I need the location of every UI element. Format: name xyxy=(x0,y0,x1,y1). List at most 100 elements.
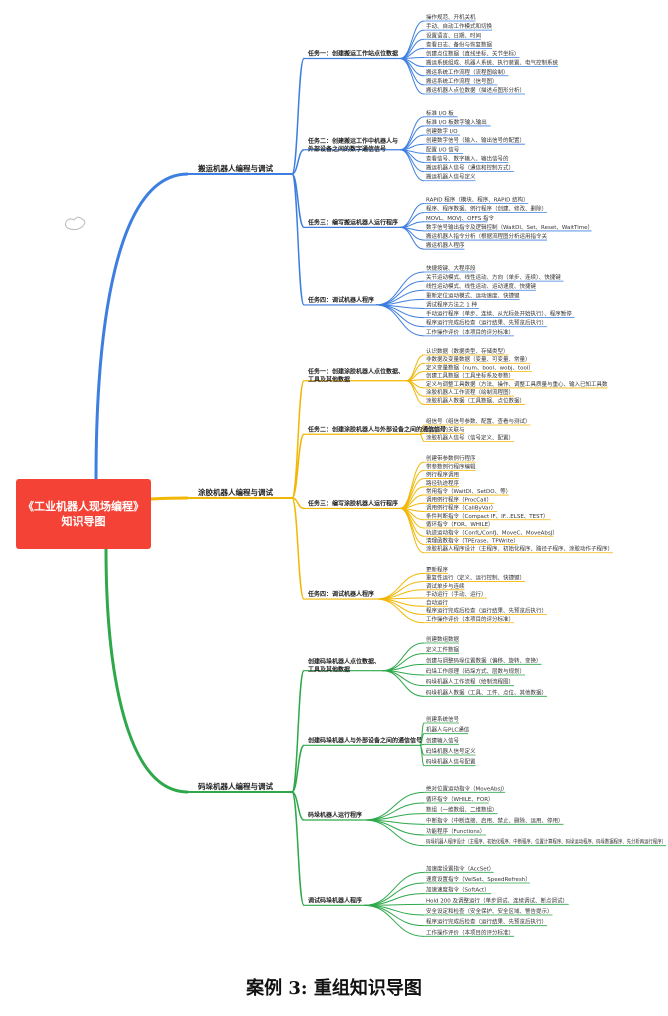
leaf-item[interactable]: 查看日志、备份与恢复数据 xyxy=(426,40,493,48)
leaf-item[interactable]: 手动运行（手动、运行） xyxy=(426,590,487,598)
leaf-item[interactable]: 创建带参数例行程序 xyxy=(426,454,476,462)
leaf-item[interactable]: 常用指令（WaitDI、SetDO、等） xyxy=(426,487,511,495)
leaf-item[interactable]: 自动运行 xyxy=(426,598,449,606)
leaf-item[interactable]: 定义与调整工具数据（方法、操作、调整工具质量与重心、输入已知工具数 xyxy=(426,380,608,388)
task-label[interactable]: 码垛机器人运行程序 xyxy=(308,811,362,819)
leaf-item[interactable]: 速度设置指令（VelSet、SpeedRefresh） xyxy=(426,875,531,883)
leaf-item[interactable]: 搬运机器人指令分析（根据流程图分析运用指令关 xyxy=(426,232,548,240)
leaf-item[interactable]: 循环指令（FOR、WHILE） xyxy=(426,520,494,528)
task-label[interactable]: 工具及其他数据 xyxy=(308,376,350,384)
leaf-item[interactable]: 查看信号、数字输入、输出信号的 xyxy=(426,154,509,162)
leaf-item[interactable]: 创建输入信号 xyxy=(426,736,460,744)
leaf-item[interactable]: 更新程序 xyxy=(426,565,449,573)
leaf-item[interactable]: 关节运动模式、线性运动、方向（单步、连续）、快捷键 xyxy=(426,273,561,281)
leaf-item[interactable]: 涂胶机器人程序设计（主程序、初始化程序、路径子程序、涂胶动作子程序） xyxy=(426,545,613,553)
task-label[interactable]: 工具及其他数据 xyxy=(308,666,350,674)
leaf-item[interactable]: 工作操作评价（本项目的评分标准） xyxy=(426,928,514,936)
leaf-item[interactable]: 调试程序方法之 1 种 xyxy=(426,300,477,308)
leaf-item[interactable]: 创建数组数据 xyxy=(426,635,460,643)
leaf-item[interactable]: 创建与调整码垛位置数据（偏移、旋转、变换） xyxy=(426,656,542,664)
leaf-item[interactable]: 码垛机器人信号配置 xyxy=(426,758,476,766)
task-label[interactable]: 任务一：创建搬运工作站点位数据 xyxy=(307,50,398,58)
leaf-item[interactable]: 数字信号输出指令及逻辑控制（WaitDI、Set、Reset、WaitTime） xyxy=(426,223,593,231)
task-label[interactable]: 任务三：编写搬运机器人运行程序 xyxy=(307,218,398,226)
leaf-item[interactable]: 认识数据（数据类型、存储类型） xyxy=(426,347,509,355)
task-label[interactable]: 调试码垛机器人程序 xyxy=(308,896,362,904)
leaf-item[interactable]: 创建系统信号 xyxy=(426,715,460,723)
root-node[interactable]: 《工业机器人现场编程》 知识导图 xyxy=(16,479,151,549)
leaf-item[interactable]: 码垛机器人工作流程（绘制流程图） xyxy=(426,678,514,686)
leaf-item[interactable]: 搬运机器人信号（通信和控制方式） xyxy=(426,164,514,172)
task-label[interactable]: 任务三：编写涂胶机器人运行程序 xyxy=(307,499,398,507)
leaf-item[interactable]: 线性运动模式、线性运动、运动速度、快捷键 xyxy=(426,282,537,290)
leaf-item[interactable]: 快捷按键、大程序段 xyxy=(426,264,476,272)
task-label[interactable]: 创建码垛机器人与外部设备之间的通信信号 xyxy=(307,736,422,744)
leaf-item[interactable]: 搬运机器人程序 xyxy=(426,241,465,249)
leaf-item[interactable]: 工作操作评价（本项目的评分标准） xyxy=(426,615,514,623)
leaf-item[interactable]: MOVL、MOVJ、OFFS 指令 xyxy=(426,214,494,222)
leaf-item[interactable]: 功能程序（Functions） xyxy=(426,827,485,835)
leaf-item[interactable]: 循环指令（WHILE、FOR） xyxy=(426,795,494,803)
branch-label[interactable]: 涂胶机器人编程与调试 xyxy=(198,487,273,497)
branch-label[interactable]: 码垛机器人编程与调试 xyxy=(198,781,273,791)
leaf-item[interactable]: RAPID 程序（模块、程序、RAPID 结构） xyxy=(426,196,529,204)
task-label[interactable]: 任务四：调试机器人程序 xyxy=(307,590,374,598)
leaf-item[interactable]: 安全设定和检查（安全保护、安全区域、警告提示） xyxy=(426,907,553,915)
leaf-item[interactable]: 涂胶机器人信号（信号定义、配置） xyxy=(426,434,514,442)
branch-label[interactable]: 搬运机器人编程与调试 xyxy=(198,163,273,173)
task-label[interactable]: 创建码垛机器人点位数据、 xyxy=(307,658,380,666)
leaf-item[interactable]: 调用例行程序（ProcCall） xyxy=(426,495,492,503)
leaf-item[interactable]: 搬运机器人点位数据（描述点图形分析） xyxy=(426,86,525,94)
leaf-item[interactable]: 条件判断指令（Compact IF、IF...ELSE、TEST） xyxy=(426,512,548,520)
leaf-item[interactable]: 重新定位运动模式、运动速度、快捷键 xyxy=(426,291,520,299)
leaf-item[interactable]: 搬运系统组成、机器人系统、执行装置、电气控制系统 xyxy=(426,59,559,67)
leaf-item[interactable]: 定义工件数据 xyxy=(426,646,460,654)
leaf-item[interactable]: 定义变量数据（num、bool、wobj、tool） xyxy=(426,363,534,371)
leaf-item[interactable]: 清理函数指令（TPErase、TPWrite） xyxy=(426,536,519,544)
leaf-item[interactable]: 码垛机器人数据（工具、工件、点位、其他数据） xyxy=(426,688,547,696)
leaf-item[interactable]: 操作规范、开机关机 xyxy=(426,13,476,21)
leaf-item[interactable]: 程序、程序数据、例行程序（创建、修改、删除） xyxy=(426,205,547,213)
leaf-item[interactable]: 标准 I/O 板 xyxy=(426,109,454,117)
leaf-item[interactable]: 路径轨迹程序 xyxy=(426,479,460,487)
leaf-item[interactable]: 配置 I/O 信号 xyxy=(426,145,460,153)
leaf-item[interactable]: 手动运行程序（单步、连续、从光标处开始执行）、程序暂停 xyxy=(426,310,572,318)
leaf-item[interactable]: 标准 I/O 板数字输入输出 xyxy=(426,118,487,126)
task-label[interactable]: 任务二：创建搬运工作中机器人与 xyxy=(307,137,398,145)
leaf-item[interactable]: 程序运行完成后检查（运行结果、先预览后执行） xyxy=(426,607,547,615)
leaf-item[interactable]: 工作操作评价（本项目的评分标准） xyxy=(426,328,514,336)
leaf-item[interactable]: 程序运行完成后检查（运行结果、先预览后执行） xyxy=(426,319,547,327)
leaf-item[interactable]: 程序运行完成后检查（运行结果、先预览后执行） xyxy=(426,918,547,926)
leaf-item[interactable]: 码垛机器人程序设计（主程序、初始化程序、中断程序、位置计算程序、码垛运动程序、码… xyxy=(426,838,666,846)
leaf-item[interactable]: 加速度设置指令（AccSet） xyxy=(426,864,494,872)
leaf-item[interactable]: 组信号的关联与 xyxy=(426,425,465,433)
leaf-item[interactable]: 组信号（组信号参数、配置、查看与测试） xyxy=(426,417,531,425)
leaf-item[interactable]: 手动、自动工作模式和切换 xyxy=(426,22,493,30)
leaf-item[interactable]: 加速速度指令（SoftAct） xyxy=(426,886,490,894)
leaf-item[interactable]: 创建数字 I/O xyxy=(426,127,458,135)
leaf-item[interactable]: 重复性运行（定义、运行控制、快捷键） xyxy=(426,574,525,582)
leaf-item[interactable]: 涂胶机器人工作流程（绘制流程图） xyxy=(426,388,514,396)
task-label[interactable]: 任务四：调试机器人程序 xyxy=(307,296,374,304)
leaf-item[interactable]: 码垛机器人信号定义 xyxy=(426,747,476,755)
leaf-item[interactable]: 轨迹运动指令（ConfL/ConfJ、MoveC、MoveAbsJ） xyxy=(426,528,558,536)
leaf-item[interactable]: 绝对位置运动指令（MoveAbsJ） xyxy=(426,784,508,792)
leaf-item[interactable]: 搬运系统工作流程（流程图绘制） xyxy=(426,68,509,76)
leaf-item[interactable]: 数组（一维数组、二维数组） xyxy=(426,806,498,814)
leaf-item[interactable]: 搬运机器人信号定义 xyxy=(426,173,476,181)
leaf-item[interactable]: 搬运系统工作流程（信号图） xyxy=(426,77,498,85)
task-label[interactable]: 任务一：创建涂胶机器人点位数据、 xyxy=(307,368,404,376)
leaf-item[interactable]: 创建点位数据（直线坐标、关节坐标） xyxy=(426,50,520,58)
leaf-item[interactable]: 机器人与PLC通信 xyxy=(426,726,470,734)
leaf-item[interactable]: 调用例行程序（CallByVar） xyxy=(426,504,496,512)
leaf-item[interactable]: 带参数例行程序编辑 xyxy=(426,462,476,470)
leaf-item[interactable]: 设置语言、日期、时间 xyxy=(426,31,481,39)
leaf-item[interactable]: 中断指令（中断连接、启用、禁止、删除、运用、停用） xyxy=(426,816,564,824)
leaf-item[interactable]: 创建数字信号（输入、输出信号的配置） xyxy=(426,136,525,144)
leaf-item[interactable]: 调试单步与连续 xyxy=(426,582,465,590)
leaf-item[interactable]: 涂胶机器人数据（工具数据、点位数据） xyxy=(426,396,525,404)
task-label[interactable]: 任务二：创建涂胶机器人与外部设备之间的通信信号 xyxy=(307,425,446,433)
leaf-item[interactable]: 非数据及变量数据（变量、可变量、常量） xyxy=(426,355,531,363)
leaf-item[interactable]: 创建工具数据（工具坐标系及参数） xyxy=(426,372,514,380)
leaf-item[interactable]: 码垛工作原理（码垛方式、层数与规划） xyxy=(426,667,525,675)
